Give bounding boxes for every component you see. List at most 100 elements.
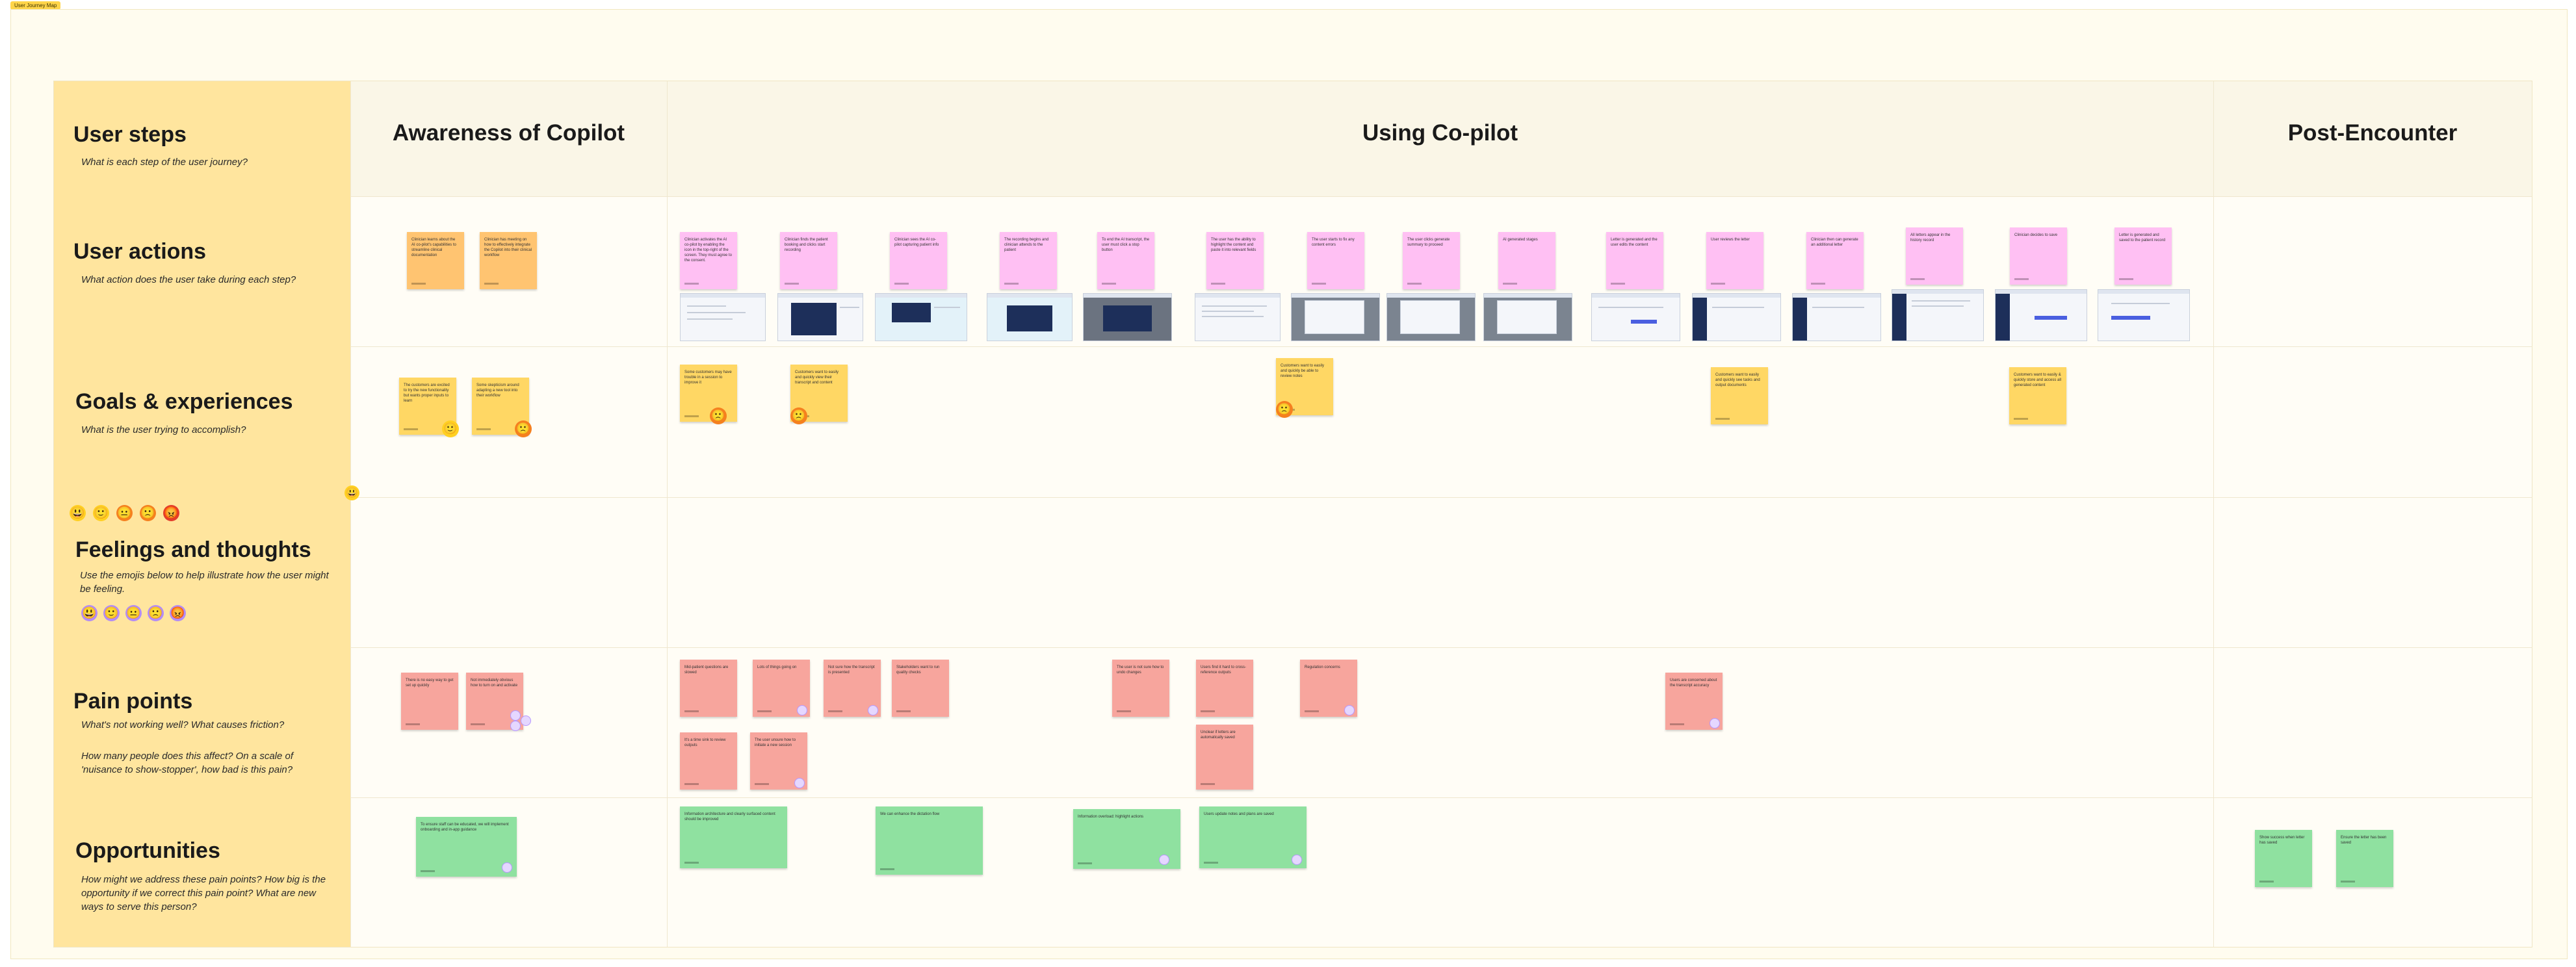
lane-title-user-steps: User steps: [73, 122, 187, 147]
screenshot-thumbnail[interactable]: [1591, 293, 1680, 341]
vote-dot[interactable]: [521, 716, 531, 726]
sticky-note[interactable]: The user clicks generate summary to proc…: [1403, 232, 1460, 289]
emoji-smile[interactable]: 🙂: [93, 505, 109, 521]
screenshot-thumbnail[interactable]: [1692, 293, 1781, 341]
screenshot-thumbnail[interactable]: [875, 293, 967, 341]
screenshot-thumbnail[interactable]: [680, 293, 766, 341]
vote-dot[interactable]: [502, 862, 512, 873]
sticky-note[interactable]: Some customers may have trouble in a ses…: [680, 365, 737, 424]
sticky-note[interactable]: The user unsure how to initiate a new se…: [750, 732, 807, 790]
sticky-note[interactable]: Clinician then can generate an additiona…: [1806, 232, 1864, 289]
sticky-note[interactable]: Letter is generated and saved to the pat…: [2114, 227, 2172, 285]
sticky-note[interactable]: Clinician finds the patient booking and …: [780, 232, 837, 289]
screenshot-thumbnail[interactable]: [1386, 293, 1476, 341]
sticky-note[interactable]: It's a time sink to review outputs: [680, 732, 737, 790]
emoji-laughing[interactable]: 😃: [70, 505, 86, 521]
sticky-note[interactable]: To end the AI transcript, the user must …: [1097, 232, 1154, 289]
sticky-text: Customers want to easily and quickly see…: [1715, 373, 1760, 387]
sticky-note[interactable]: Show success when letter has saved: [2255, 830, 2312, 887]
sticky-note[interactable]: Unclear if letters are automatically sav…: [1196, 725, 1253, 790]
sticky-note[interactable]: Letter is generated and the user edits t…: [1606, 232, 1663, 289]
lane-desc-user-steps: What is each step of the user journey?: [81, 157, 248, 168]
sticky-text: Users find it hard to cross-reference ou…: [1201, 665, 1247, 675]
emoji-neutral[interactable]: 😐: [116, 505, 133, 521]
vote-dot[interactable]: [1710, 718, 1720, 728]
screenshot-thumbnail[interactable]: [1995, 289, 2087, 341]
sticky-note[interactable]: To ensure staff can be educated, we will…: [416, 817, 517, 877]
sticky-note[interactable]: There is no easy way to get set up quick…: [401, 673, 458, 730]
sticky-text: The recording begins and clinician atten…: [1004, 238, 1049, 252]
vote-dot[interactable]: [510, 721, 521, 731]
sticky-text: Stakeholders want to run quality checks: [896, 665, 940, 675]
sticky-text: Letter is generated and saved to the pat…: [2119, 233, 2166, 242]
sticky-note[interactable]: Clinician learns about the AI co-pilot's…: [407, 232, 464, 289]
sticky-note[interactable]: The user has the ability to highlight th…: [1206, 232, 1264, 289]
sticky-note[interactable]: Users update notes and plans are saved: [1199, 806, 1307, 868]
sticky-note[interactable]: User reviews the letter: [1706, 232, 1763, 289]
sticky-note[interactable]: Ensure the letter has been saved: [2336, 830, 2393, 887]
sticky-note[interactable]: Clinician activates the AI co-pilot by e…: [680, 232, 737, 289]
sticky-note[interactable]: Regulation concerns: [1300, 660, 1357, 717]
frame-label[interactable]: User Journey Map: [10, 1, 61, 10]
sticky-note[interactable]: Mid-patient questions are slowed: [680, 660, 737, 717]
screenshot-thumbnail[interactable]: [1483, 293, 1572, 341]
sticky-note[interactable]: Lots of things going on: [753, 660, 810, 717]
sticky-note[interactable]: The recording begins and clinician atten…: [1000, 232, 1057, 289]
sticky-note[interactable]: All letters appear in the history record: [1906, 227, 1963, 285]
sticky-text: Unclear if letters are automatically sav…: [1201, 730, 1236, 740]
sticky-note[interactable]: Users find it hard to cross-reference ou…: [1196, 660, 1253, 717]
vote-dot[interactable]: [510, 710, 521, 721]
sticky-note[interactable]: The user starts to fix any content error…: [1307, 232, 1364, 289]
sticky-note[interactable]: We can enhance the dictation flow: [876, 806, 983, 875]
screenshot-thumbnail[interactable]: [1291, 293, 1380, 341]
frown-emoji: 🙁: [1276, 401, 1293, 418]
vote-dot[interactable]: [1159, 855, 1169, 865]
emoji-smile-purple[interactable]: 🙂: [103, 605, 120, 621]
sticky-note[interactable]: Clinician has meeting on how to effectiv…: [480, 232, 537, 289]
sticky-note[interactable]: The customers are excited to try the new…: [399, 378, 459, 437]
sticky-note[interactable]: Not sure how the transcript is presented: [824, 660, 881, 717]
sticky-note[interactable]: AI generated stages: [1498, 232, 1555, 289]
vote-dot[interactable]: [794, 778, 805, 788]
emoji-neutral-purple[interactable]: 😐: [125, 605, 142, 621]
sticky-note[interactable]: Clinician sees the AI co-pilot capturing…: [890, 232, 947, 289]
author-tag: [828, 710, 842, 712]
column-divider: [2213, 81, 2214, 947]
lane-desc2-pain-points: How many people does this affect? On a s…: [81, 751, 294, 775]
screenshot-thumbnail[interactable]: [1195, 293, 1281, 341]
emoji-laughing-purple[interactable]: 😃: [81, 605, 98, 621]
vote-dot[interactable]: [1292, 855, 1302, 865]
sticky-note[interactable]: Some skepticism around adapting a new to…: [472, 378, 532, 437]
sticky-text: Ensure the letter has been saved: [2341, 836, 2387, 845]
sticky-note[interactable]: Clinician decides to save: [2010, 227, 2067, 285]
author-tag: [2119, 278, 2133, 280]
emoji-frown-purple[interactable]: 🙁: [148, 605, 164, 621]
sticky-note[interactable]: Information overload: highlight actions: [1073, 809, 1180, 869]
emoji-frown[interactable]: 🙁: [140, 505, 156, 521]
screenshot-thumbnail[interactable]: [1083, 293, 1172, 341]
screenshot-thumbnail[interactable]: [1792, 293, 1881, 341]
frown-emoji: 🙁: [790, 407, 807, 424]
screenshot-thumbnail[interactable]: [2098, 289, 2190, 341]
sticky-note[interactable]: Users are concerned about the transcript…: [1665, 673, 1723, 730]
vote-dot[interactable]: [1344, 705, 1355, 716]
author-tag: [1811, 283, 1825, 285]
sticky-note[interactable]: Customers want to easily & quickly store…: [2009, 367, 2066, 424]
sticky-note[interactable]: Customers want to easily and quickly be …: [1276, 358, 1333, 418]
sticky-note[interactable]: Customers want to easily and quickly vie…: [790, 365, 848, 424]
sticky-note[interactable]: Stakeholders want to run quality checks: [892, 660, 949, 717]
sticky-note[interactable]: The user is not sure how to undo changes: [1112, 660, 1169, 717]
sticky-note[interactable]: Customers want to easily and quickly see…: [1711, 367, 1768, 424]
lane-desc-pain-points: What's not working well? What causes fri…: [81, 719, 285, 730]
screenshot-thumbnail[interactable]: [1892, 289, 1984, 341]
vote-dot[interactable]: [868, 705, 878, 716]
stray-emoji-laughing[interactable]: 😃: [345, 485, 359, 500]
screenshot-thumbnail[interactable]: [987, 293, 1073, 341]
sticky-text: To ensure staff can be educated, we will…: [421, 823, 509, 832]
screenshot-thumbnail[interactable]: [777, 293, 863, 341]
emoji-angry[interactable]: 😡: [163, 505, 179, 521]
sticky-note[interactable]: Not immediately obvious how to turn on a…: [466, 673, 531, 731]
emoji-angry-purple[interactable]: 😡: [170, 605, 186, 621]
sticky-note[interactable]: Information architecture and clearly sur…: [680, 806, 787, 868]
vote-dot[interactable]: [797, 705, 807, 716]
